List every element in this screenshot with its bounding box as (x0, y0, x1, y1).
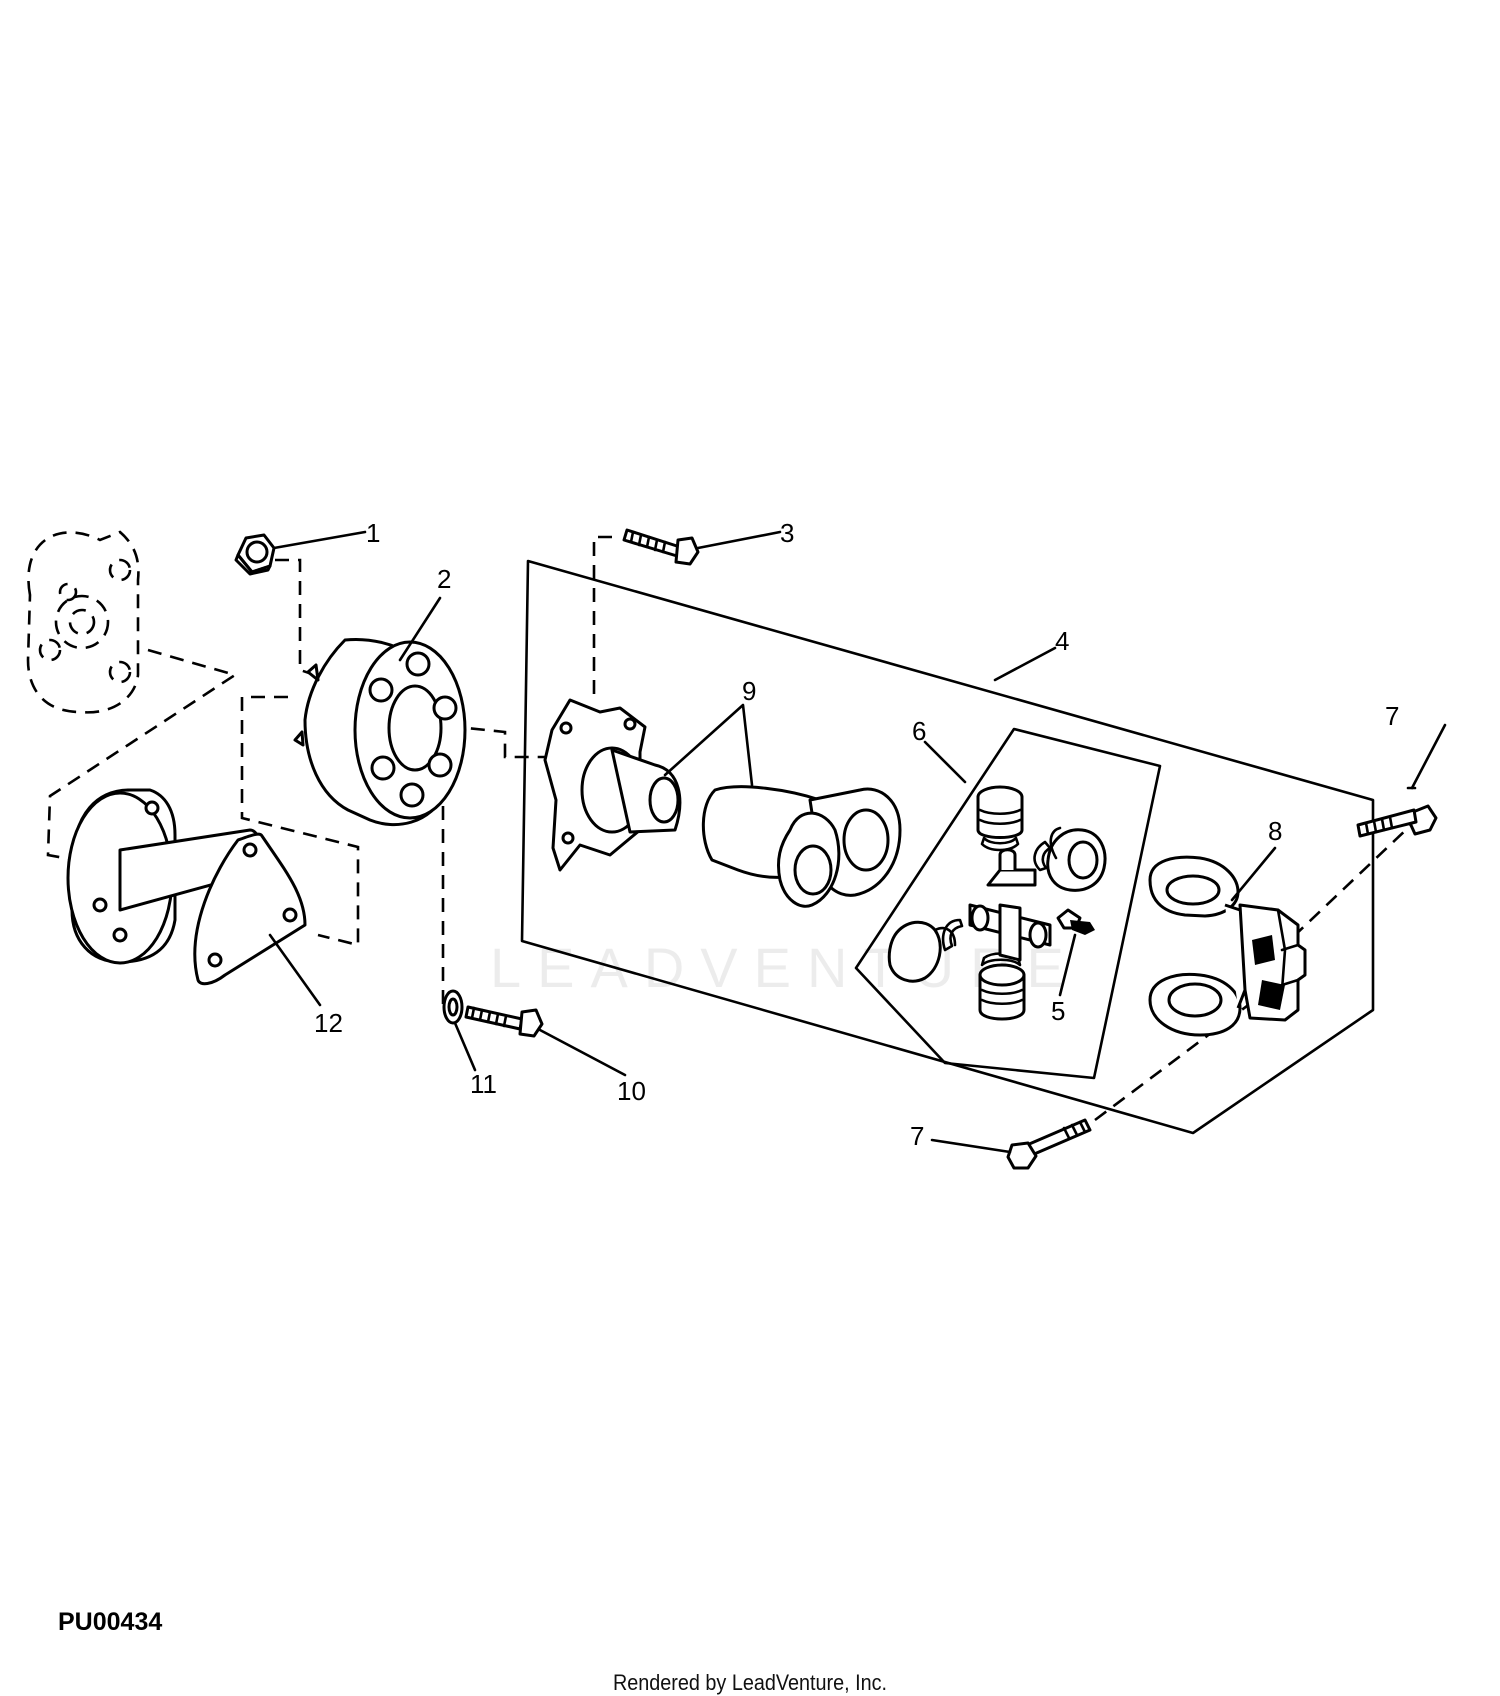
callout-7-bottom: 7 (910, 1121, 924, 1151)
washer-part-11 (442, 989, 464, 1025)
dash-line-2-to-10 (434, 790, 452, 1007)
callout-7-top: 7 (1385, 701, 1399, 731)
leader-9 (663, 703, 754, 787)
nut-part-1 (234, 533, 276, 576)
bolt-part-3 (622, 528, 700, 566)
assembly-4-outline (520, 559, 1375, 1135)
leader-5 (1058, 933, 1077, 997)
dash-line-12-box (240, 695, 360, 947)
leader-10 (538, 1028, 627, 1077)
bolt-part-7-bottom (1006, 1118, 1092, 1170)
flex-coupling-part-2 (293, 637, 467, 827)
bolt-part-7-top (1356, 804, 1438, 838)
adapter-shaft-part-12 (66, 788, 307, 986)
leader-4 (993, 646, 1057, 682)
dash-line-2-to-9 (447, 724, 560, 759)
callout-11: 11 (470, 1069, 497, 1099)
dash-line-3 (592, 535, 612, 700)
callout-2: 2 (437, 564, 451, 594)
callout-1: 1 (366, 518, 380, 548)
leader-12 (268, 933, 322, 1007)
flywheel-hub-reference (26, 530, 140, 714)
callout-6: 6 (912, 716, 926, 746)
leader-1 (272, 530, 367, 550)
callout-4: 4 (1055, 626, 1069, 656)
callout-12: 12 (314, 1008, 343, 1038)
callout-8: 8 (1268, 816, 1282, 846)
flange-yoke-part-8 (1148, 855, 1307, 1037)
leader-11 (453, 1021, 477, 1072)
slip-yoke-part-9 (543, 698, 902, 908)
leader-6 (923, 740, 967, 784)
bolt-part-10 (464, 1005, 544, 1038)
leader-7-bottom (930, 1138, 1012, 1154)
callout-3: 3 (780, 518, 794, 548)
leader-7-top-b (1410, 723, 1447, 790)
footer-credit: Rendered by LeadVenture, Inc. (612, 1670, 888, 1695)
figure-id: PU00434 (58, 1608, 163, 1636)
u-joint-cross-part-6 (887, 785, 1107, 1021)
leader-2 (398, 596, 442, 662)
dash-line-1-to-2 (275, 558, 319, 678)
callout-10: 10 (617, 1076, 646, 1106)
watermark-text: LEADVENTURE (490, 936, 1080, 999)
leader-8 (1230, 846, 1277, 902)
dash-line-8-to-7 (1292, 825, 1411, 938)
grease-fitting-part-5 (1056, 908, 1095, 935)
callout-5: 5 (1051, 996, 1065, 1026)
leader-3 (696, 530, 782, 550)
kit-6-outline (854, 727, 1162, 1080)
callout-9: 9 (742, 676, 756, 706)
dash-line-hub-to-12 (46, 648, 239, 862)
